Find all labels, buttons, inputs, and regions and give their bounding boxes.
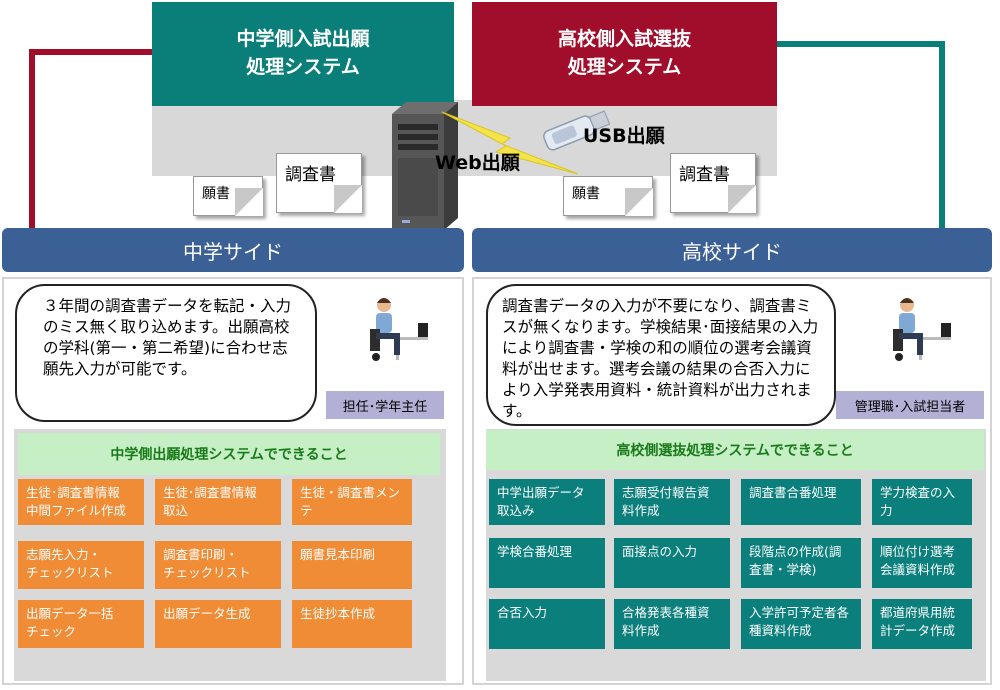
hs-feature-3: 調査書合番処理 <box>741 479 861 525</box>
jhs-features-title: 中学側出願処理システムでできること <box>18 433 440 475</box>
hs-feature-1: 中学出願データ 取込み <box>489 479 605 525</box>
hs-side-header: 高校サイド <box>472 228 992 272</box>
jhs-feature-8: 出願データ生成 <box>155 600 281 648</box>
hs-feature-12: 都道府県用統 計データ作成 <box>872 599 972 649</box>
jhs-feature-9: 生徒抄本作成 <box>292 600 412 648</box>
jhs-system-title: 中学側入試出願 処理システム <box>152 2 454 106</box>
server-icon <box>392 102 458 230</box>
jhs-role-label: 担任･学年主任 <box>326 391 444 419</box>
jhs-feature-3: 生徒・調査書メン テ <box>292 479 412 525</box>
hs-feature-7: 段階点の作成(調 査書・学検) <box>741 538 861 588</box>
usb-drive-icon <box>543 110 611 151</box>
hs-feature-8: 順位付け選考 会議資料作成 <box>872 538 972 588</box>
hs-feature-5: 学検合番処理 <box>489 538 605 588</box>
hs-feature-9: 合否入力 <box>489 599 605 649</box>
doc-label: 調査書 <box>679 165 730 185</box>
jhs-side-header: 中学サイド <box>2 228 464 272</box>
jhs-report-doc: 調査書 <box>276 153 362 213</box>
jhs-application-doc: 願書 <box>193 176 263 216</box>
hs-features-title: 高校側選抜処理システムでできること <box>486 430 984 470</box>
hs-description-bubble: 調査書データの入力が不要になり、調査書ミスが無くなります。学検結果･面接結果の入… <box>486 284 836 426</box>
admin-person-icon <box>893 298 951 361</box>
jhs-description-bubble: ３年間の調査書データを転記・入力のミス無く取り込めます。出願高校の学科(第一・第… <box>15 284 317 422</box>
doc-label: 願書 <box>202 186 230 202</box>
doc-label: 調査書 <box>285 165 336 185</box>
hs-connector-line <box>777 41 945 232</box>
hs-role-label: 管理職･入試担当者 <box>836 391 984 419</box>
jhs-feature-2: 生徒･調査書情報 取込 <box>155 479 281 525</box>
hs-report-doc: 調査書 <box>670 153 756 213</box>
lightning-icon <box>441 111 579 175</box>
usb-application-label: USB出願 <box>583 125 665 147</box>
jhs-feature-6: 願書見本印刷 <box>292 541 412 589</box>
hs-feature-4: 学力検査の入 力 <box>872 479 972 525</box>
hs-application-doc: 願書 <box>563 176 653 216</box>
hs-feature-6: 面接点の入力 <box>614 538 730 588</box>
doc-label: 願書 <box>572 186 600 202</box>
jhs-feature-7: 出願データ一括 チェック <box>18 600 144 648</box>
hs-feature-10: 合格発表各種資 料作成 <box>614 599 730 649</box>
jhs-feature-4: 志願先入力・ チェックリスト <box>18 541 144 589</box>
jhs-connector-line <box>29 49 152 232</box>
web-application-label: Web出願 <box>435 152 520 174</box>
hs-feature-11: 入学許可予定者各 種資料作成 <box>741 599 861 649</box>
jhs-feature-5: 調査書印刷・ チェックリスト <box>155 541 281 589</box>
jhs-feature-1: 生徒･調査書情報 中間ファイル作成 <box>18 479 144 525</box>
hs-feature-2: 志願受付報告資 料作成 <box>614 479 730 525</box>
hs-system-title: 高校側入試選抜 処理システム <box>472 2 777 106</box>
teacher-person-icon <box>370 298 428 361</box>
